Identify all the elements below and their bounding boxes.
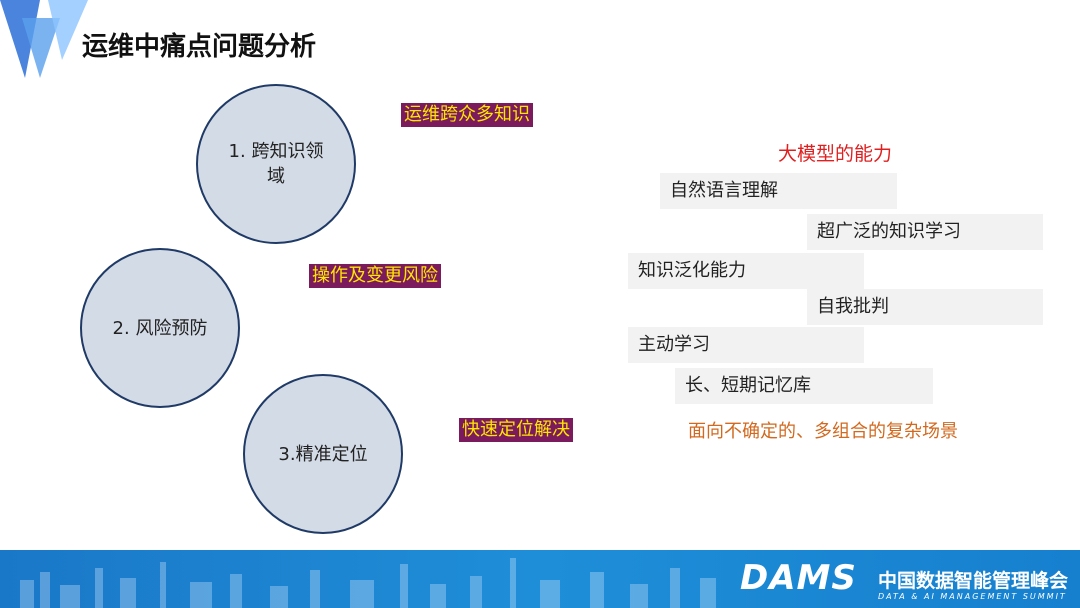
pain-point-label: 1. 跨知识领域 xyxy=(228,141,324,187)
logo-icon xyxy=(0,0,88,78)
tag-knowledge: 运维跨众多知识 xyxy=(401,103,533,127)
brand-english-name: DATA & AI MANAGEMENT SUMMIT xyxy=(878,592,1067,601)
capability-item: 自然语言理解 xyxy=(660,173,897,209)
footer-banner xyxy=(0,550,1080,608)
llm-capabilities-title: 大模型的能力 xyxy=(778,143,893,165)
brand-logo-text: DAMS xyxy=(740,558,857,598)
city-skyline-icon xyxy=(20,558,716,608)
tag-locate: 快速定位解决 xyxy=(459,418,573,442)
capability-item: 超广泛的知识学习 xyxy=(807,214,1043,250)
scenario-text: 面向不确定的、多组合的复杂场景 xyxy=(688,421,958,442)
capability-item: 知识泛化能力 xyxy=(628,253,864,289)
pain-point-label: 3.精准定位 xyxy=(278,443,368,465)
pain-point-circle-cross-domain: 1. 跨知识领域 xyxy=(196,84,356,244)
pain-point-circle-risk: 2. 风险预防 xyxy=(80,248,240,408)
page-title: 运维中痛点问题分析 xyxy=(82,32,317,62)
capability-item: 自我批判 xyxy=(807,289,1043,325)
pain-point-label: 2. 风险预防 xyxy=(112,317,208,339)
tag-risk: 操作及变更风险 xyxy=(309,264,441,288)
brand-chinese-name: 中国数据智能管理峰会 xyxy=(878,570,1069,592)
pain-point-circle-locate: 3.精准定位 xyxy=(243,374,403,534)
capability-item: 主动学习 xyxy=(628,327,864,363)
capability-item: 长、短期记忆库 xyxy=(675,368,933,404)
